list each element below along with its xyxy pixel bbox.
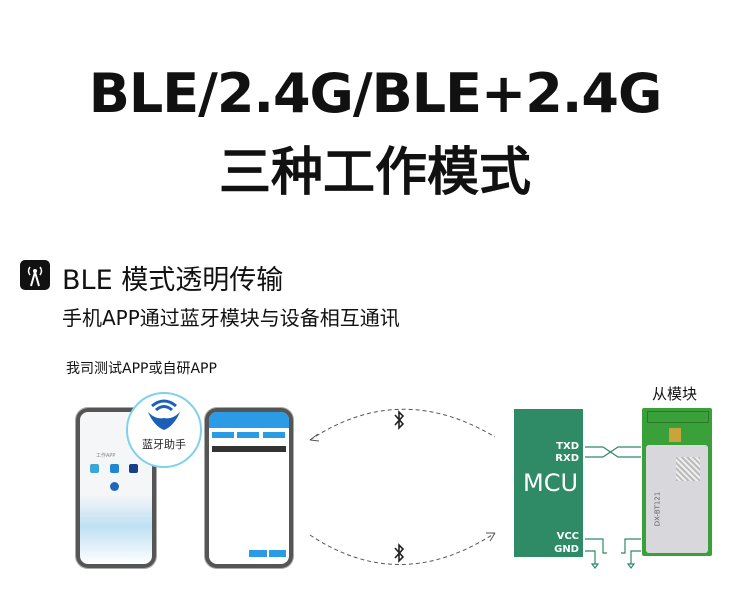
mcu-label: MCU	[523, 469, 579, 497]
app-note: 我司测试APP或自研APP	[66, 361, 217, 377]
module-marking: DX-BT121	[653, 491, 662, 527]
bluetooth-icon	[394, 410, 405, 430]
antenna-icon	[20, 260, 50, 290]
module-title: 从模块	[652, 385, 698, 403]
wireless-link-arcs	[309, 408, 496, 565]
app-icon[interactable]	[110, 464, 119, 473]
section-title: BLE 模式透明传输	[62, 265, 284, 296]
folder-label: 工作APP	[96, 453, 116, 459]
pin-txd: TXD	[556, 441, 579, 452]
app-name: 蓝牙助手	[142, 438, 186, 451]
wiring	[585, 446, 641, 569]
pin-rxd: RXD	[555, 453, 579, 464]
pin-gnd: GND	[554, 544, 579, 555]
app-icon[interactable]	[129, 464, 138, 473]
bluetooth-assistant-logo-icon	[148, 399, 180, 430]
mcu-block: MCU TXD RXD VCC GND	[514, 409, 583, 557]
phone-app-screen	[205, 408, 293, 568]
bluetooth-module: DX-BT121	[642, 408, 712, 556]
pin-vcc: VCC	[556, 531, 579, 542]
bluetooth-assistant-app-icon[interactable]	[110, 482, 119, 491]
app-icon[interactable]	[90, 464, 99, 473]
app-zoom-circle: 蓝牙助手	[126, 392, 202, 468]
title-line2: 三种工作模式	[218, 143, 531, 203]
bluetooth-icon	[394, 543, 405, 563]
title-line1: BLE/2.4G/BLE+2.4G	[88, 62, 663, 125]
section-subtitle: 手机APP通过蓝牙模块与设备相互通讯	[62, 306, 400, 330]
